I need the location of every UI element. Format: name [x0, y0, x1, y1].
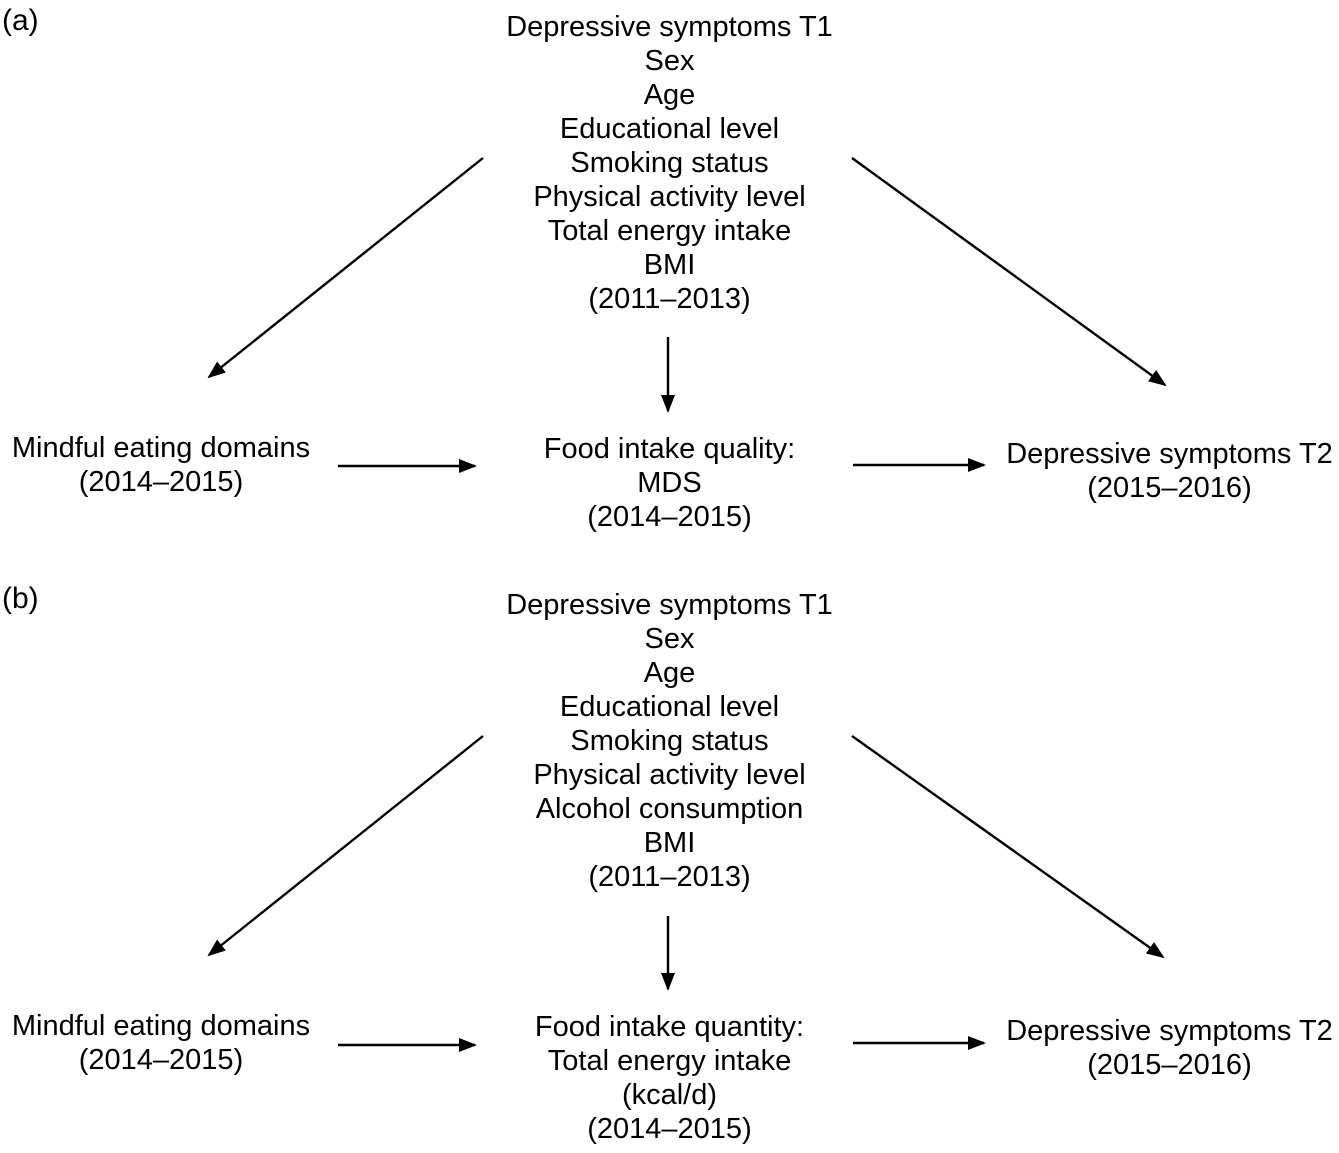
- text-line: Sex: [644, 45, 695, 77]
- panel-b-outcome-node: Depressive symptoms T2 (2015–2016): [1000, 1014, 1339, 1082]
- text-line: (2014–2015): [587, 1113, 752, 1145]
- text-line: (2015–2016): [1087, 472, 1252, 504]
- text-line: Total energy intake: [547, 215, 792, 247]
- text-line: (2014–2015): [78, 1044, 244, 1076]
- panel-b-label: (b): [2, 582, 39, 615]
- text-line: Food intake quantity:: [534, 1011, 805, 1043]
- text-line: BMI: [643, 249, 696, 281]
- text-line: MDS: [637, 467, 702, 499]
- panel-a-mediator-node: Food intake quality: MDS (2014–2015): [0, 432, 1339, 534]
- text-line: Total energy intake: [547, 1045, 792, 1077]
- text-line: Age: [643, 79, 696, 111]
- text-line: Alcohol consumption: [535, 793, 804, 825]
- text-line: Depressive symptoms T2: [1006, 1015, 1333, 1047]
- text-line: Food intake quality:: [543, 433, 796, 465]
- text-line: (2015–2016): [1087, 1049, 1252, 1081]
- text-line: Smoking status: [570, 147, 769, 179]
- text-line: (kcal/d): [621, 1079, 718, 1111]
- text-line: Mindful eating domains: [11, 432, 311, 464]
- text-line: Mindful eating domains: [11, 1010, 311, 1042]
- text-line: Sex: [644, 623, 695, 655]
- text-line: Smoking status: [570, 725, 769, 757]
- panel-a-exposure-node: Mindful eating domains (2014–2015): [0, 431, 322, 499]
- panel-b-exposure-node: Mindful eating domains (2014–2015): [0, 1009, 322, 1077]
- text-line: Depressive symptoms T1: [506, 11, 833, 43]
- text-line: Physical activity level: [533, 181, 806, 213]
- text-line: (2014–2015): [78, 466, 244, 498]
- text-line: Educational level: [559, 113, 780, 145]
- panel-a-outcome-node: Depressive symptoms T2 (2015–2016): [1000, 437, 1339, 505]
- text-line: Depressive symptoms T1: [506, 589, 833, 621]
- panel-a-label: (a): [2, 4, 39, 37]
- panel-b-mediator-node: Food intake quantity: Total energy intak…: [0, 1010, 1339, 1146]
- text-line: (2011–2013): [588, 861, 751, 893]
- text-line: Physical activity level: [533, 759, 806, 791]
- text-line: BMI: [643, 827, 696, 859]
- text-line: (2014–2015): [587, 501, 752, 533]
- text-line: (2011–2013): [588, 283, 751, 315]
- panel-b-covariates-node: Depressive symptoms T1 Sex Age Education…: [0, 588, 1339, 894]
- panel-a-covariates-node: Depressive symptoms T1 Sex Age Education…: [0, 10, 1339, 316]
- text-line: Depressive symptoms T2: [1006, 438, 1333, 470]
- text-line: Age: [643, 657, 696, 689]
- text-line: Educational level: [559, 691, 780, 723]
